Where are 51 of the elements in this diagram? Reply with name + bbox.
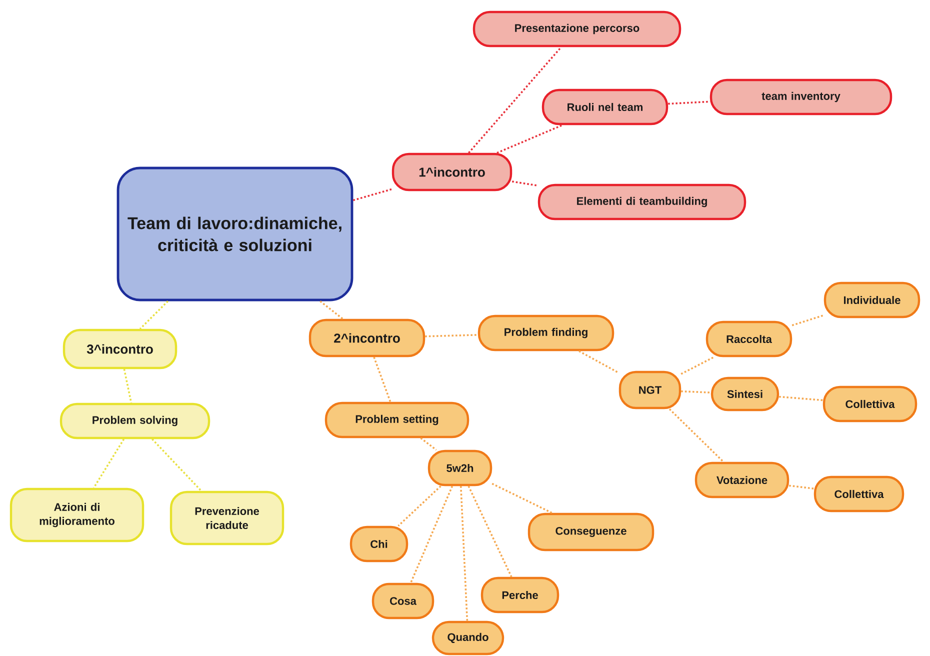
connector-line [92, 438, 125, 488]
topic-bubble: Cosa [372, 582, 434, 620]
connector-line [668, 100, 710, 105]
connector-line [139, 300, 168, 330]
topic-bubble: Votazione [694, 462, 790, 498]
topic-bubble: Chi [350, 526, 408, 562]
topic-bubble: Individuale [824, 282, 920, 318]
topic-bubble: Ruoli nel team [542, 88, 668, 126]
connector-line [668, 408, 724, 463]
topic-bubble: Problem solving [60, 402, 210, 440]
topic-box: Team di lavoro:dinamiche, criticità e soluzioni [116, 166, 354, 302]
topic-bubble: 1^incontro [392, 152, 512, 192]
topic-bubble: Collettiva [822, 386, 918, 422]
connector-line [460, 486, 468, 621]
connector-line [420, 437, 437, 451]
connector-line [512, 180, 538, 186]
topic-bubble: Elementi di teambuilding [538, 184, 746, 220]
topic-bubble: Problem finding [478, 314, 614, 352]
connector-line [320, 300, 344, 320]
topic-bubble: Collettiva [814, 476, 904, 512]
connector-line [578, 350, 620, 374]
connector-line [352, 188, 392, 202]
connector-line [123, 368, 132, 404]
topic-bubble: Perche [480, 576, 560, 614]
connector-line [492, 482, 552, 514]
topic-bubble: Sintesi [710, 376, 780, 412]
topic-bubble: 2^incontro [308, 318, 426, 358]
topic-bubble: NGT [618, 370, 682, 410]
connector-line [789, 484, 814, 490]
connector-line [398, 485, 442, 527]
topic-bubble: Prevenzione ricadute [170, 490, 284, 546]
connector-line [779, 396, 823, 402]
topic-bubble: Presentazione percorso [472, 10, 682, 48]
topic-bubble: Problem setting [324, 402, 470, 438]
topic-bubble: team inventory [710, 78, 892, 116]
connector-line [680, 356, 714, 375]
connector-line [681, 390, 711, 394]
connector-line [468, 486, 512, 578]
connector-line [373, 356, 392, 402]
connector-line [496, 124, 563, 154]
topic-bubble: 5w2h [428, 450, 492, 486]
connector-line [425, 334, 478, 338]
connector-line [468, 46, 562, 154]
topic-bubble: Quando [432, 620, 504, 656]
topic-bubble: Azioni di miglioramento [10, 488, 144, 542]
connector-line [792, 314, 824, 326]
connector-line [152, 438, 202, 492]
topic-bubble: Conseguenze [528, 512, 654, 552]
topic-bubble: 3^incontro [62, 328, 178, 370]
topic-bubble: Raccolta [706, 320, 792, 358]
connector-line [410, 486, 454, 584]
